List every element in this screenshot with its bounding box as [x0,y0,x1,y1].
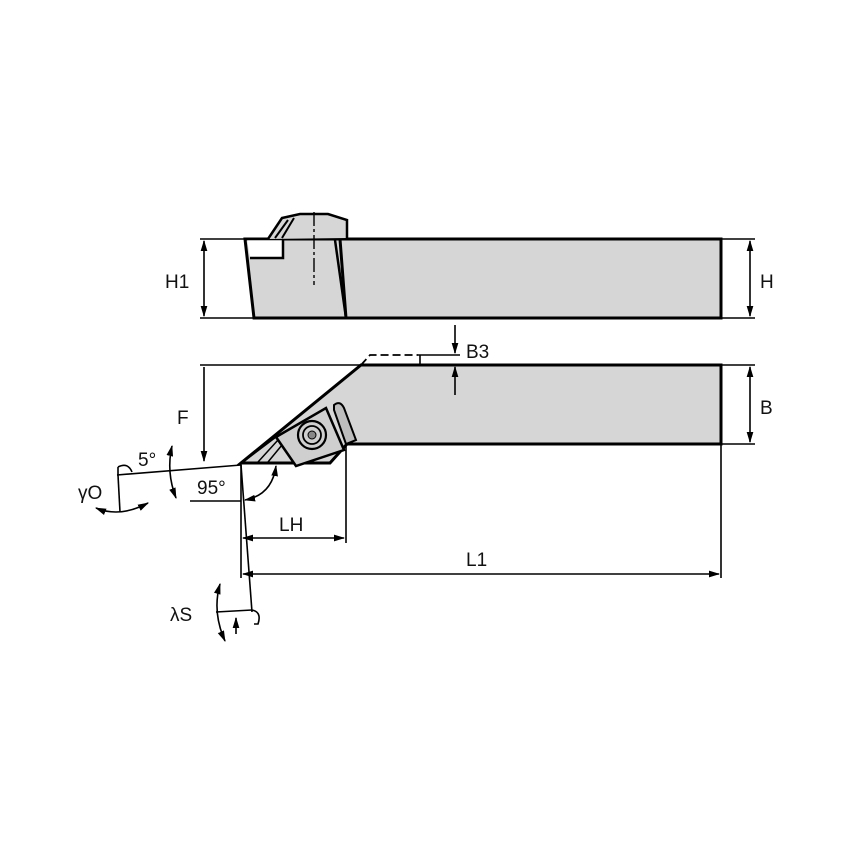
clamp [266,212,349,240]
lead-angle-label: 95° [197,478,226,499]
b3-label: B3 [466,342,489,363]
l1-label: L1 [466,550,487,571]
h-label: H [760,272,774,293]
b-label: B [760,398,773,419]
clamp-lever [333,402,358,446]
top-view: B3 B F 95° 5° γO [78,325,773,643]
h1-label: H1 [165,272,189,293]
f-label: F [177,408,189,429]
side-view: H1 H [165,212,774,320]
lh-label: LH [279,515,303,536]
insert-pocket [247,237,285,260]
inclination-angle-label: λS [170,605,192,626]
rake-angle-label: γO [78,483,102,504]
clearance-angle-label: 5° [138,450,156,471]
side-shank [338,237,723,320]
